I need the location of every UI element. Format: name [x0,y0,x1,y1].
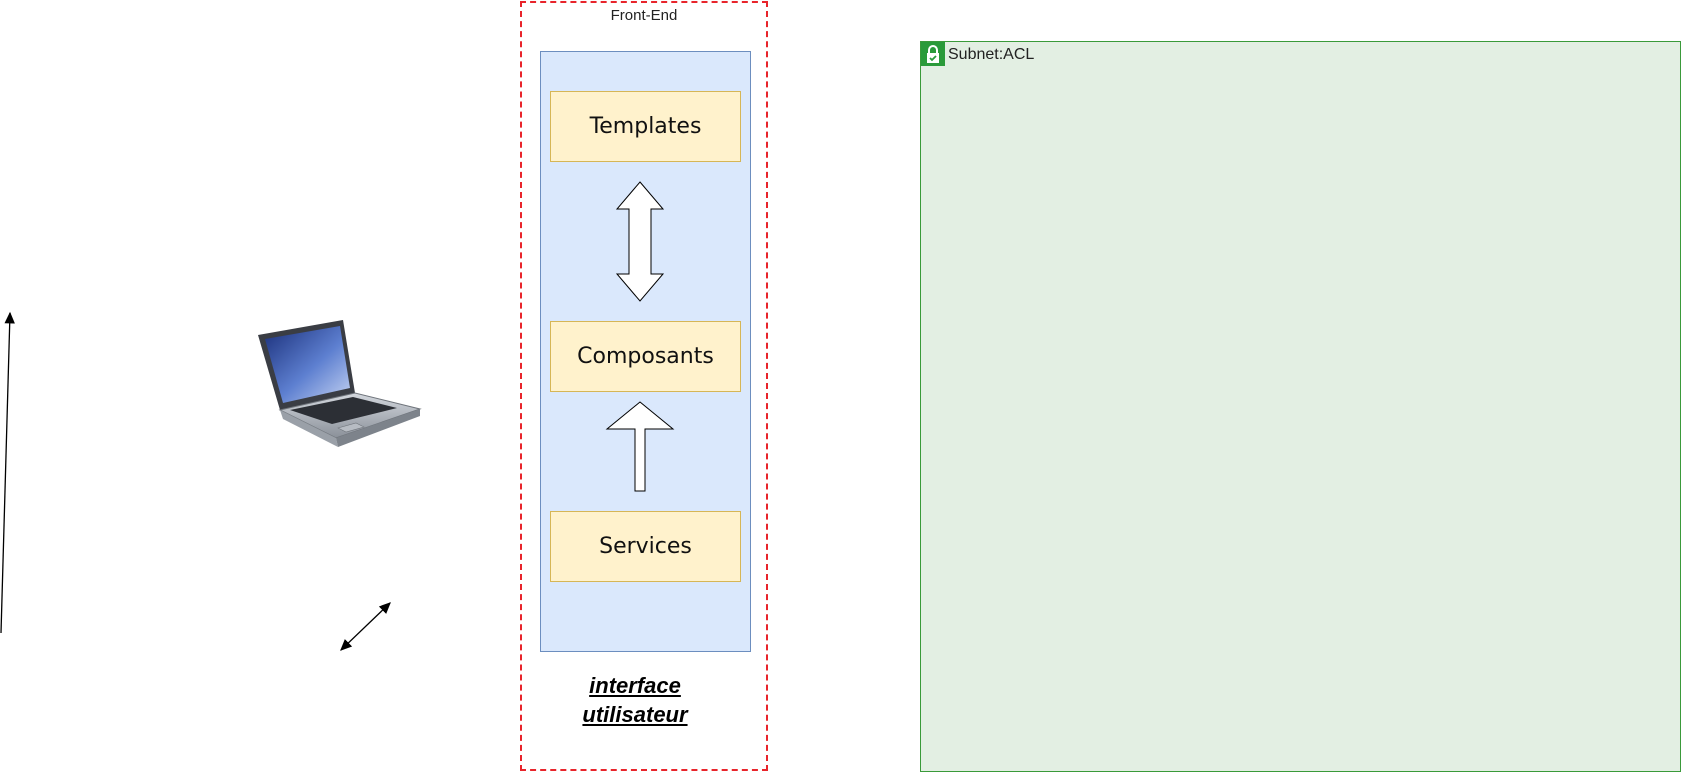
frontend-title: Front-End [610,7,678,24]
bidirectional-connector[interactable] [340,602,391,651]
subnet-title: Subnet:ACL [948,46,1035,63]
services-box[interactable]: Services [550,511,741,582]
up-arrow-icon [605,401,675,492]
composants-box[interactable]: Composants [550,321,741,392]
interface-utilisateur-caption: interface utilisateur [582,673,688,727]
templates-box[interactable]: Templates [550,91,741,162]
frontend-container [520,1,768,771]
double-arrow-icon [615,181,665,302]
laptop-icon [256,316,422,452]
lock-icon [921,42,945,66]
left-arrow[interactable] [0,311,15,634]
